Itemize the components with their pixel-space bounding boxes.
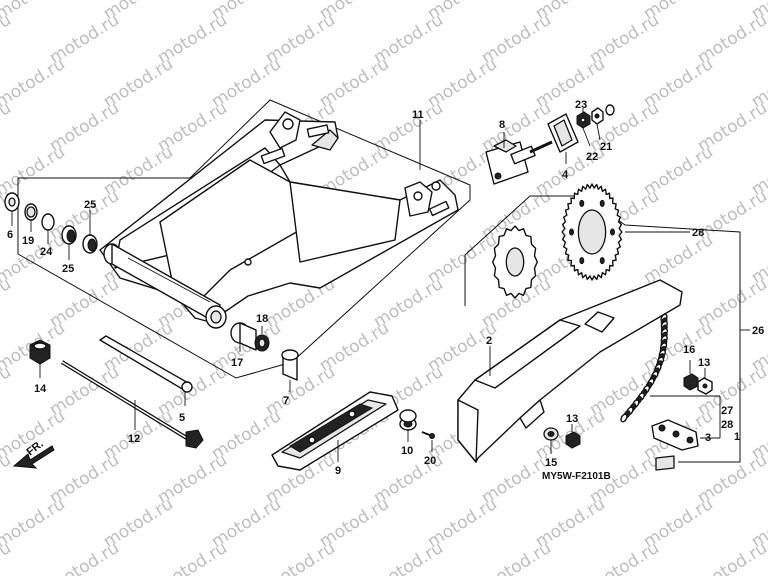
swingarm-frame [17,99,471,379]
callout-11: 11 [412,109,424,121]
pivot-collar [230,322,270,352]
chain-case [457,279,683,463]
callout-15: 15 [545,457,557,469]
watermark-text: motod.ru [0,54,69,112]
callout-labels: 1 2 3 4 5 6 7 8 9 10 11 12 13 13 14 15 1… [7,99,764,477]
callout-2: 2 [486,335,492,347]
case-fasteners [543,373,713,449]
drive-chain [620,313,669,423]
callout-27: 27 [721,405,733,417]
callout-13-lower: 13 [566,413,578,425]
watermark-text: motod.ru [370,538,447,576]
watermark-text: motod.ru [262,538,339,576]
callout-28-upper: 28 [692,227,704,239]
watermark-text: motod.ru [0,450,15,508]
callout-3: 3 [705,432,711,444]
callout-20: 20 [424,455,436,467]
collar-7 [281,349,299,381]
watermark-text: motod.ru [0,274,15,332]
pivot-bolt [60,360,204,449]
watermark-text: motod.ru [154,538,231,576]
callout-22: 22 [586,151,598,163]
leader-lines [11,108,750,462]
watermark-text: motod.ru [0,142,69,200]
swingarm [99,111,459,329]
adjuster-nuts [576,104,615,129]
callout-21: 21 [600,141,612,153]
collar-pipe [99,335,193,393]
pivot-nut [29,339,51,365]
pivot-bearings [4,192,98,254]
callout-5: 5 [179,412,185,424]
watermark-text: motod.ru [586,538,663,576]
master-link [651,419,699,471]
chain-adjuster [485,139,553,185]
callout-18: 18 [256,313,268,325]
arrow-down-left-icon [12,445,55,469]
watermark-text: motod.ru [0,494,69,552]
callout-10: 10 [401,445,413,457]
callout-7: 7 [283,395,289,407]
diagram-code: MY5W-F2101B [542,471,611,482]
callout-1: 1 [734,431,740,443]
slider-bushing [399,409,435,439]
callout-13-upper: 13 [698,357,710,369]
watermark-text: motod.ru [0,10,15,68]
callout-4: 4 [562,169,569,181]
callout-24: 24 [40,246,53,258]
callout-16: 16 [683,344,695,356]
callout-17: 17 [231,357,243,369]
callout-25-upper: 25 [84,199,96,211]
driven-sprocket [561,183,623,281]
callout-19: 19 [22,235,34,247]
watermark-text: motod.ru [694,538,768,576]
drive-sprocket [492,225,538,299]
callout-26: 26 [752,325,764,337]
watermark-text: motod.ru [46,538,123,576]
callout-8: 8 [499,119,505,131]
callout-9: 9 [335,465,341,477]
callout-23: 23 [575,99,587,111]
callout-25-lower: 25 [62,263,74,275]
callout-12: 12 [128,433,140,445]
watermark-text: motod.ru [478,538,555,576]
callout-14: 14 [34,383,47,395]
adjuster-plate [547,113,579,153]
callout-28-lower: 28 [721,419,733,431]
callout-6: 6 [7,229,13,241]
watermark-text: motod.ru [0,362,15,420]
chain-slider [271,391,399,471]
watermark-text: motod.ru [0,98,15,156]
